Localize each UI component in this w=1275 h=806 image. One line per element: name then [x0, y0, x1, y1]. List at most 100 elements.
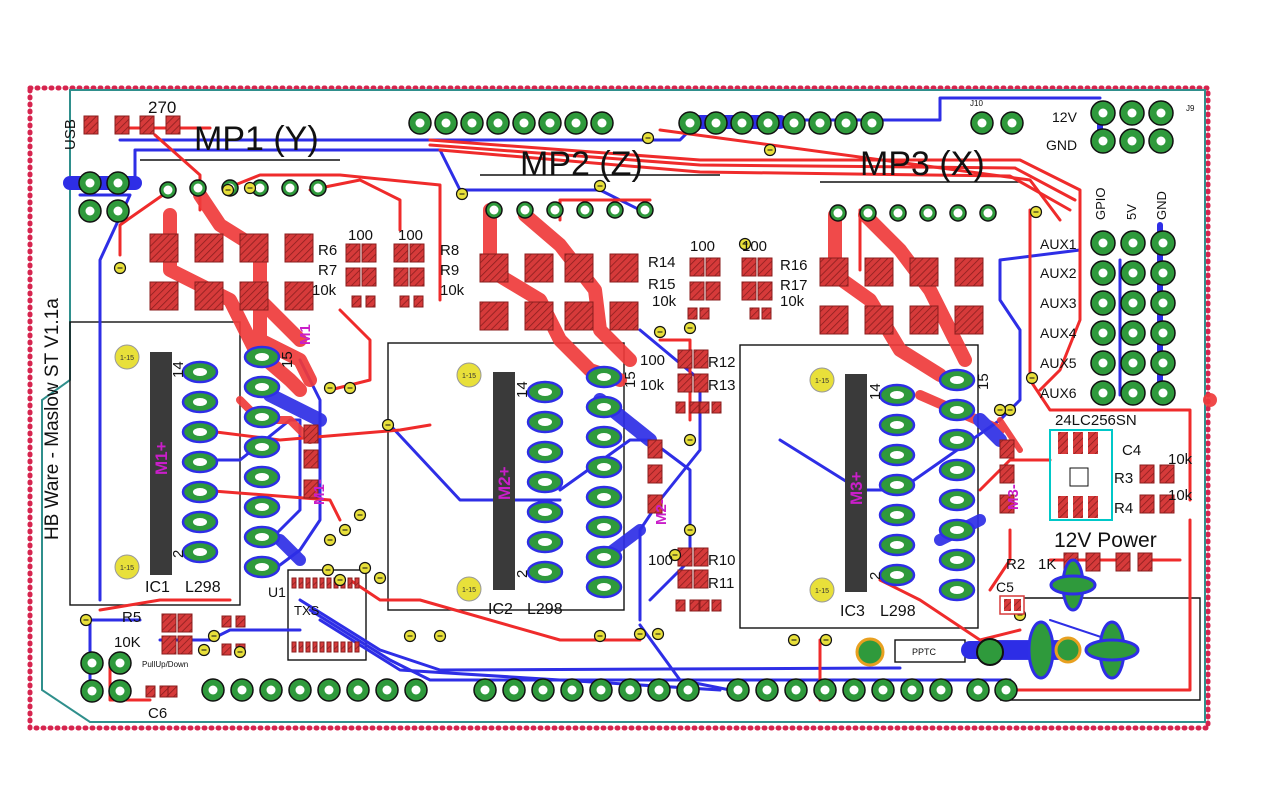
- pin14-label: 14: [867, 383, 884, 400]
- r10-label: R10: [708, 552, 736, 569]
- smd-pad: [864, 305, 894, 335]
- header-pin: [1120, 260, 1146, 286]
- ptc-label: PPTC: [912, 647, 937, 657]
- r13-label: R13: [708, 377, 736, 394]
- m1-label: M1: [297, 324, 314, 345]
- smd-pad: [677, 373, 693, 393]
- smd-pad: [1139, 494, 1155, 514]
- ic2-label: IC2: [488, 601, 513, 618]
- header-pin: [516, 201, 534, 219]
- smd-pad: [312, 641, 318, 653]
- board-version-label: HB Ware - Maslow ST V1.1a: [42, 298, 63, 540]
- header-pin: [900, 678, 924, 702]
- smd-pad: [345, 267, 361, 287]
- header-pin: [1090, 260, 1116, 286]
- smd-pad: [479, 253, 509, 283]
- smd-pad: [319, 577, 325, 589]
- header-pin: [512, 111, 536, 135]
- smd-pad: [864, 257, 894, 287]
- smd-pad: [1159, 464, 1175, 484]
- header-pin: [871, 678, 895, 702]
- smd-pad: [699, 401, 710, 414]
- smd-pad: [689, 281, 705, 301]
- m2-minus-label: M2-: [653, 499, 670, 525]
- smd-pad: [161, 613, 177, 633]
- header-pin: [78, 199, 102, 223]
- j10-label: J10: [970, 99, 983, 108]
- smd-pad: [609, 301, 639, 331]
- header-pin: [317, 678, 341, 702]
- m1-plus-label: M1+: [152, 441, 171, 475]
- smd-pad: [165, 115, 181, 135]
- r15-label: R15: [648, 276, 676, 293]
- smd-pad: [647, 494, 663, 514]
- r13-value: 10k: [640, 377, 665, 394]
- smd-pad: [393, 243, 409, 263]
- smd-pad: [1139, 464, 1155, 484]
- smd-pad: [647, 439, 663, 459]
- smd-pad: [291, 577, 297, 589]
- header-pin: [834, 111, 858, 135]
- txs-label: TXS: [294, 603, 320, 618]
- smd-pad: [139, 115, 155, 135]
- smd-pad: [564, 301, 594, 331]
- smd-pad: [361, 243, 377, 263]
- motor-port-title-2: MP2 (Z): [520, 145, 643, 183]
- header-pin: [756, 111, 780, 135]
- header-pin: [1090, 290, 1116, 316]
- smd-pad: [298, 577, 304, 589]
- header-pin: [730, 111, 754, 135]
- header-pin: [647, 678, 671, 702]
- smd-pad: [361, 267, 377, 287]
- smd-pad: [284, 281, 314, 311]
- m3-plus-label: M3+: [847, 471, 866, 505]
- smd-pad: [687, 307, 698, 320]
- aux5-label: AUX5: [1040, 355, 1077, 371]
- header-pin: [404, 678, 428, 702]
- header-pin: [1090, 320, 1116, 346]
- smd-pad: [909, 257, 939, 287]
- hole-label: 1-15: [120, 565, 134, 572]
- smd-pad: [564, 253, 594, 283]
- header-pin: [782, 111, 806, 135]
- r6-value: 100: [348, 227, 373, 244]
- aux1-label: AUX1: [1040, 236, 1077, 252]
- header-pin: [829, 204, 847, 222]
- pin2-label: 2: [867, 572, 884, 580]
- usb-label: USB: [62, 119, 79, 150]
- header-pin: [230, 678, 254, 702]
- smd-pad: [145, 685, 156, 698]
- header-pin: [1148, 100, 1174, 126]
- header-pin: [636, 201, 654, 219]
- smd-pad: [354, 641, 360, 653]
- smd-pad: [345, 243, 361, 263]
- smd-pad: [351, 295, 362, 308]
- smd-pad: [235, 615, 246, 628]
- smd-pad: [303, 479, 319, 499]
- smd-pad: [326, 641, 332, 653]
- smd-pad: [689, 257, 705, 277]
- header-pin: [560, 678, 584, 702]
- header-pin: [1150, 290, 1176, 316]
- r16-label: R16: [780, 257, 808, 274]
- smd-pad: [699, 599, 710, 612]
- header-pin: [860, 111, 884, 135]
- header-pin: [1148, 128, 1174, 154]
- header-pin: [1120, 320, 1146, 346]
- smd-pad: [298, 641, 304, 653]
- gpio-label: GPIO: [1093, 187, 1108, 220]
- hole-label: 1-15: [815, 378, 829, 385]
- silkscreen-labels: MP1 (Y) MP2 (Z) MP3 (X) 270 USB HB Ware …: [42, 98, 1195, 722]
- header-pin: [676, 678, 700, 702]
- smd-pad: [393, 267, 409, 287]
- gnd-label: GND: [1046, 137, 1077, 153]
- smd-pad: [819, 257, 849, 287]
- header-pin: [842, 678, 866, 702]
- smd-pad: [757, 257, 773, 277]
- smd-pad: [167, 685, 178, 698]
- header-pin: [966, 678, 990, 702]
- smd-pad: [741, 281, 757, 301]
- smd-pad: [675, 401, 686, 414]
- header-pin: [813, 678, 837, 702]
- header-pin: [1120, 290, 1146, 316]
